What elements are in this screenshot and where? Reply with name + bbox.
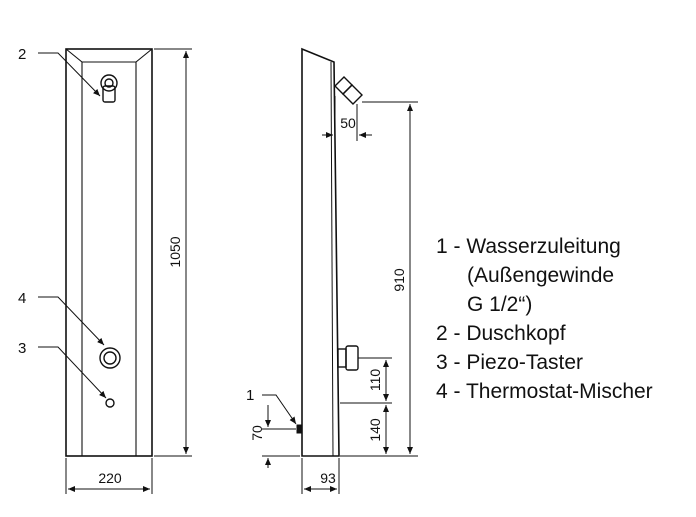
- thermostat-mixer-front: [99, 347, 121, 369]
- front-panel-bevel: [65, 48, 153, 456]
- legend-item-4: 4 - Thermostat-Mischer: [436, 380, 653, 403]
- legend-item-1-line-2: (Außengewinde: [467, 264, 615, 287]
- shower-head-side: [334, 76, 363, 105]
- piezo-button: [105, 398, 115, 408]
- dim-width-label: 220: [98, 470, 122, 486]
- legend-item-1: 1 - Wasserzuleitung: [436, 235, 621, 258]
- front-callout-leaders: [38, 52, 107, 399]
- side-view-labels: 1 50 910 110 140 70 93: [246, 115, 407, 486]
- side-view: [262, 47, 418, 494]
- dim-910-label: 910: [391, 268, 407, 292]
- legend-item-1-line-3: G 1/2“): [467, 293, 533, 316]
- front-view-labels: 2 4 3 220 1050: [18, 46, 183, 486]
- front-panel-outline: [65, 48, 153, 457]
- water-supply-stub: [296, 424, 303, 434]
- callout-1: 1: [246, 387, 254, 404]
- legend-item-3: 3 - Piezo-Taster: [436, 351, 584, 374]
- callout-3: 3: [18, 340, 26, 357]
- dim-110-140: [340, 357, 392, 454]
- dim-110-label: 110: [367, 369, 383, 392]
- side-panel-outline: [301, 47, 340, 457]
- dim-140-label: 140: [367, 418, 383, 442]
- legend: 1 - Wasserzuleitung (Außengewinde G 1/2“…: [436, 232, 694, 406]
- dim-70: [262, 405, 300, 468]
- height-dimension: [154, 48, 192, 457]
- dim-50-label: 50: [340, 115, 356, 131]
- width-dimension: [65, 458, 153, 494]
- side-panel-front-edge: [330, 61, 334, 457]
- callout-4: 4: [18, 290, 26, 307]
- callout-2: 2: [18, 46, 26, 63]
- shower-head-front: [100, 74, 118, 103]
- dim-50: [322, 96, 372, 141]
- dim-93-label: 93: [320, 470, 336, 486]
- legend-item-2: 2 - Duschkopf: [436, 322, 566, 345]
- dim-910: [340, 101, 418, 457]
- front-view: [38, 48, 192, 494]
- thermostat-mixer-side: [337, 345, 359, 371]
- dim-height-label: 1050: [167, 236, 183, 267]
- dim-70-label: 70: [249, 425, 265, 441]
- supply-callout-leader: [262, 394, 297, 425]
- dim-93: [301, 458, 340, 494]
